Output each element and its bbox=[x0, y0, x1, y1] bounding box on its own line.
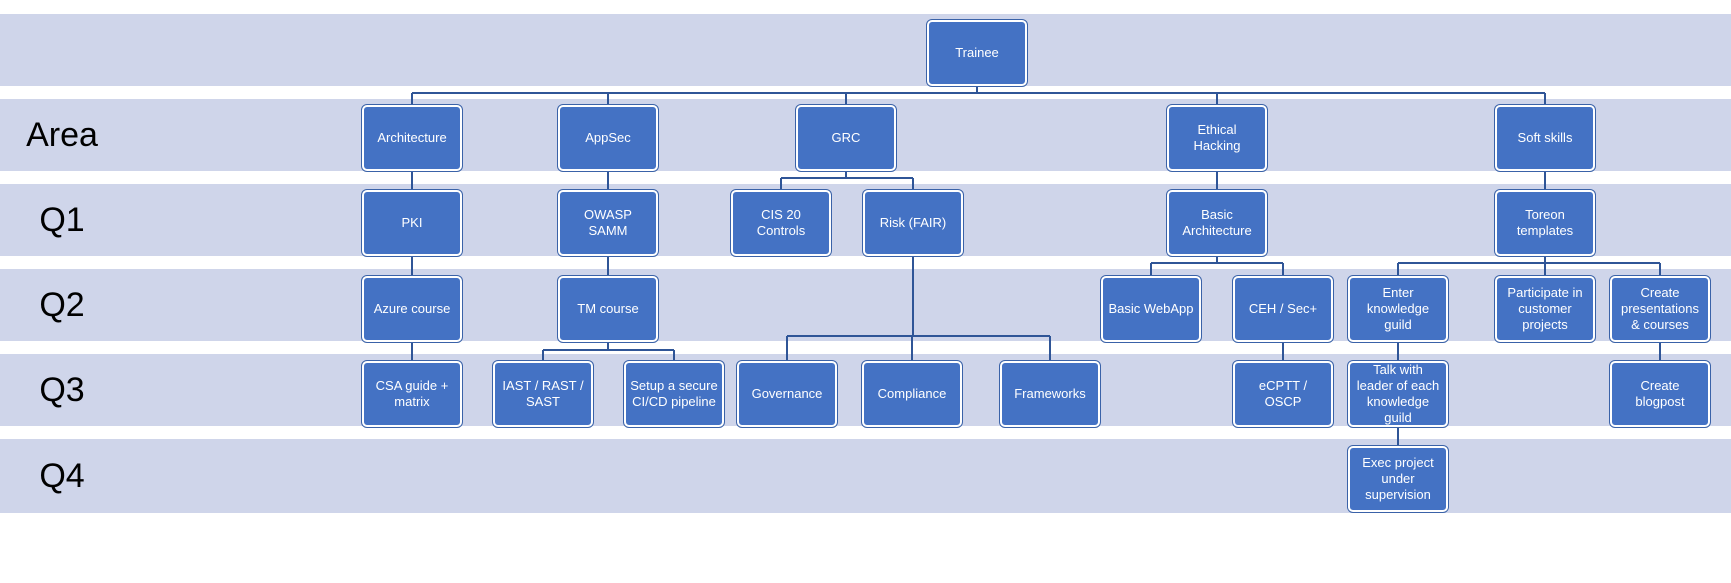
node-tm-course: TM course bbox=[558, 276, 658, 342]
node-ecptt-oscp: eCPTT / OSCP bbox=[1233, 361, 1333, 427]
row-label-q4: Q4 bbox=[39, 456, 85, 495]
row-label-area: Area bbox=[26, 115, 98, 154]
node-create-presentations: Create presentations & courses bbox=[1610, 276, 1710, 342]
node-iast-rast-sast: IAST / RAST / SAST bbox=[493, 361, 593, 427]
connector-appsec-chain bbox=[542, 165, 675, 361]
node-owasp-samm: OWASP SAMM bbox=[558, 190, 658, 256]
node-cis-controls: CIS 20 Controls bbox=[731, 190, 831, 256]
node-create-blogpost: Create blogpost bbox=[1610, 361, 1710, 427]
node-setup-cicd: Setup a secure CI/CD pipeline bbox=[624, 361, 724, 427]
node-trainee: Trainee bbox=[927, 20, 1027, 86]
row-label-q2: Q2 bbox=[39, 285, 85, 324]
node-csa-guide: CSA guide + matrix bbox=[362, 361, 462, 427]
connector-grc bbox=[780, 165, 914, 190]
node-compliance: Compliance bbox=[862, 361, 962, 427]
node-appsec: AppSec bbox=[558, 105, 658, 171]
connector-ethical-hacking bbox=[1150, 165, 1284, 361]
node-basic-webapp: Basic WebApp bbox=[1101, 276, 1201, 342]
node-exec-project: Exec project under supervision bbox=[1348, 446, 1448, 512]
node-ceh-secplus: CEH / Sec+ bbox=[1233, 276, 1333, 342]
node-pki: PKI bbox=[362, 190, 462, 256]
node-soft-skills: Soft skills bbox=[1495, 105, 1595, 171]
node-talk-with-leader: Talk with leader of each knowledge guild bbox=[1348, 361, 1448, 427]
node-azure-course: Azure course bbox=[362, 276, 462, 342]
node-enter-knowledge-guild: Enter knowledge guild bbox=[1348, 276, 1448, 342]
node-frameworks: Frameworks bbox=[1000, 361, 1100, 427]
node-participate-customer-projects: Participate in customer projects bbox=[1495, 276, 1595, 342]
row-label-q1: Q1 bbox=[39, 200, 85, 239]
node-basic-architecture: Basic Architecture bbox=[1167, 190, 1267, 256]
row-label-q3: Q3 bbox=[39, 370, 85, 409]
node-architecture: Architecture bbox=[362, 105, 462, 171]
band-trainee bbox=[0, 14, 1731, 86]
node-ethical-hacking: Ethical Hacking bbox=[1167, 105, 1267, 171]
connector-risk bbox=[786, 250, 1051, 361]
node-governance: Governance bbox=[737, 361, 837, 427]
node-grc: GRC bbox=[796, 105, 896, 171]
node-risk-fair: Risk (FAIR) bbox=[863, 190, 963, 256]
connector-soft-skills bbox=[1397, 165, 1661, 446]
connector-trainee-areas bbox=[411, 80, 1546, 105]
node-toreon-templates: Toreon templates bbox=[1495, 190, 1595, 256]
